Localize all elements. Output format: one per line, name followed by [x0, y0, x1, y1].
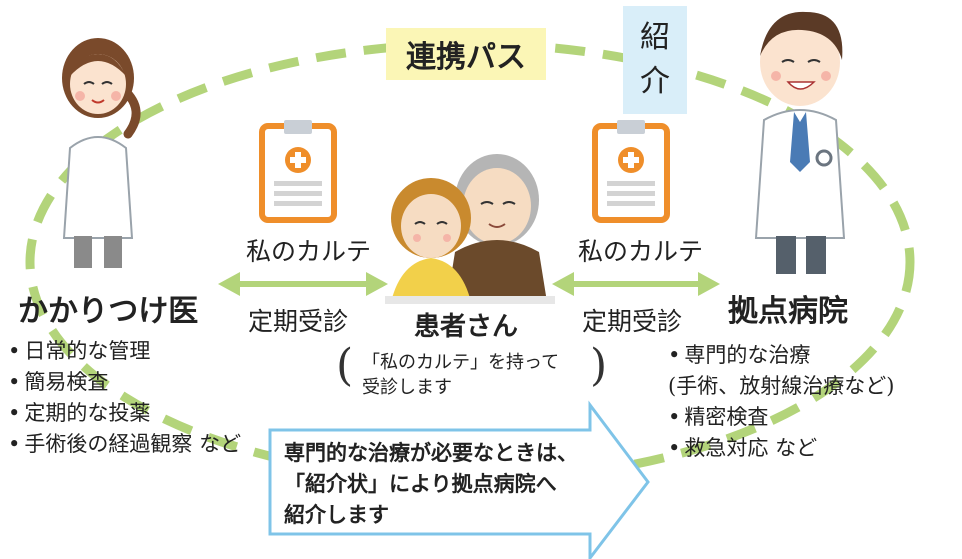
left-karte-label: 私のカルテ — [246, 237, 372, 266]
note-paren-open: ( — [336, 340, 354, 391]
referral-callout-text: 専門的な治療が必要なときは、 「紹介状」により拠点病院へ 紹介します — [284, 438, 578, 531]
core-hospital-duty-item: 精密検査 — [668, 402, 894, 433]
referral-tag-char-2: 介 — [640, 64, 670, 99]
right-visit-label: 定期受診 — [582, 307, 683, 336]
core-hospital-duty-item: 救急対応 など — [668, 433, 894, 464]
right-flow-arrow — [552, 272, 720, 296]
referral-tag-char-1: 紹 — [640, 20, 670, 55]
medical-record-clipboard-icon — [259, 120, 337, 223]
core-hospital-duty-item: 専門的な治療 — [668, 340, 894, 371]
family-doctor-title: かかりつけ医 — [18, 294, 199, 329]
callout-line-1: 専門的な治療が必要なときは、 — [284, 441, 578, 465]
medical-record-clipboard-icon — [592, 120, 670, 223]
callout-line-3: 紹介します — [284, 503, 389, 527]
referral-tag: 紹 介 — [623, 6, 687, 114]
patient-note: 「私のカルテ」を持って 受診します — [362, 350, 559, 400]
family-doctor-duty-item: 簡易検査 — [8, 367, 241, 398]
left-flow-arrow — [218, 272, 388, 296]
male-doctor-icon — [754, 11, 846, 274]
callout-line-2: 「紹介状」により拠点病院へ — [284, 472, 557, 496]
core-hospital-title: 拠点病院 — [728, 294, 848, 329]
core-hospital-duties: 専門的な治療 (手術、放射線治療など) 精密検査救急対応 など — [668, 340, 894, 464]
family-doctor-duties: 日常的な管理簡易検査定期的な投薬手術後の経過観察 など — [8, 336, 241, 460]
patient-note-line-2: 受診します — [362, 377, 452, 398]
female-doctor-icon — [62, 38, 141, 268]
family-doctor-duty-item: 手術後の経過観察 など — [8, 429, 241, 460]
core-hospital-duty-note: (手術、放射線治療など) — [668, 374, 895, 398]
right-karte-label: 私のカルテ — [578, 237, 704, 266]
family-doctor-duty-item: 日常的な管理 — [8, 336, 241, 367]
family-doctor-duty-item: 定期的な投薬 — [8, 398, 241, 429]
patients-icon — [385, 154, 555, 304]
collaboration-pathway-tag: 連携パス — [386, 28, 546, 80]
note-paren-close: ) — [590, 340, 608, 391]
patient-title: 患者さん — [414, 312, 519, 342]
left-visit-label: 定期受診 — [248, 307, 349, 336]
patient-note-line-1: 「私のカルテ」を持って — [362, 352, 560, 373]
callout-arrow-shape — [268, 400, 650, 559]
